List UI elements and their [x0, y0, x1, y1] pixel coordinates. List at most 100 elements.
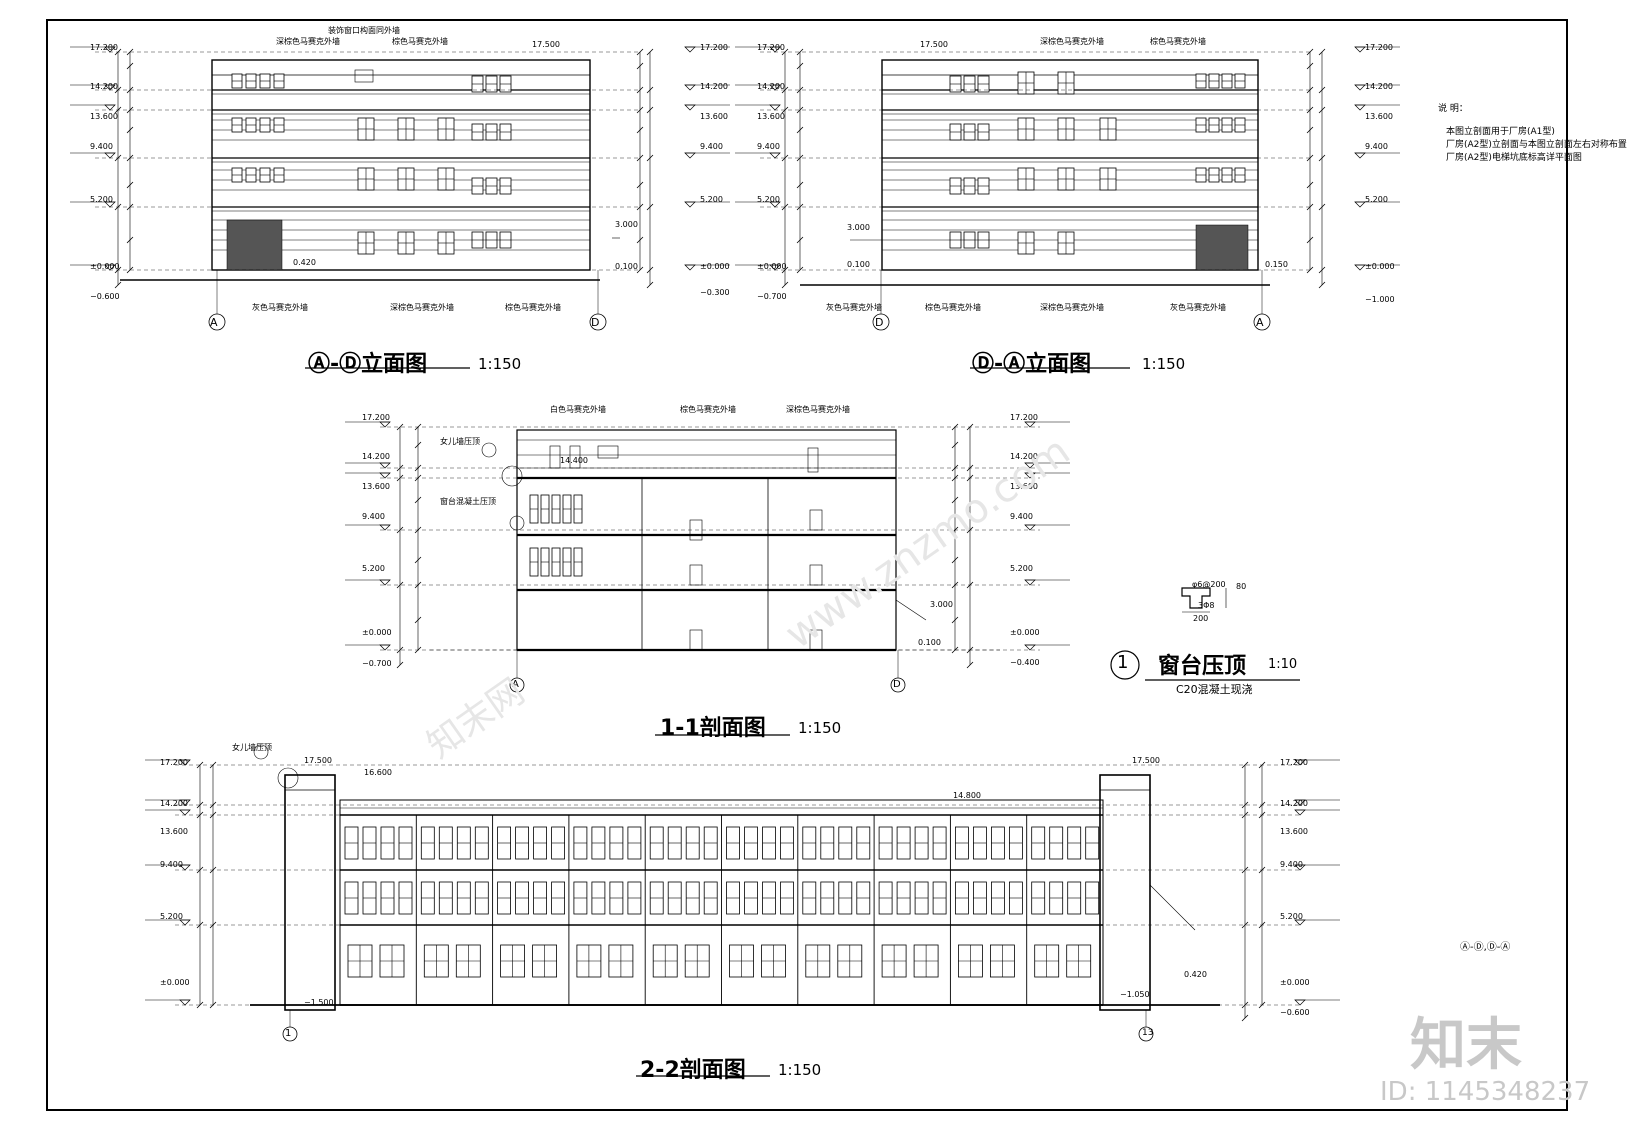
detail-height: 80 — [1236, 582, 1247, 591]
dimension-tick — [1258, 801, 1266, 809]
parapet-window — [807, 447, 819, 473]
s22-l94: 9.400 — [160, 860, 183, 869]
da-l136: 13.600 — [757, 112, 785, 121]
dimension-tick — [414, 526, 422, 534]
dimension-tick — [1318, 48, 1326, 56]
dimension-tick — [396, 423, 404, 431]
dimension-tick — [781, 266, 789, 274]
s22-r52: 5.200 — [1280, 912, 1303, 921]
dimension-tick — [646, 154, 654, 162]
dimension-tick — [1318, 203, 1326, 211]
da-l015: 0.150 — [1265, 260, 1288, 269]
s11-l144: 14.400 — [560, 456, 588, 465]
callout-da-brown: 棕色马赛克外墙 — [1150, 37, 1206, 46]
dimension-tick — [396, 526, 404, 534]
level-marker — [684, 84, 696, 91]
dimension-tick — [781, 203, 789, 211]
callout-s11-sill: 窗台混凝土压顶 — [440, 497, 496, 506]
dimension-tick — [1258, 761, 1266, 769]
axis-a-bubble — [208, 313, 226, 331]
da-r52: 5.200 — [1365, 195, 1388, 204]
da-lm07: −0.700 — [757, 292, 787, 301]
ad-l042: 0.420 — [293, 258, 316, 267]
building-outline — [211, 59, 591, 271]
da-l142: 14.200 — [757, 82, 785, 91]
dimension-tick — [126, 86, 134, 94]
dimension-tick — [1258, 866, 1266, 874]
sec22-title: 2-2剖面图 — [640, 1058, 746, 1083]
level-marker — [1354, 84, 1366, 91]
s22-l175a: 17.500 — [304, 756, 332, 765]
dimension-tick — [1241, 921, 1249, 929]
dimension-tick — [1318, 266, 1326, 274]
dimension-tick — [414, 616, 422, 624]
s11-r172: 17.200 — [1010, 413, 1038, 422]
dimension-tick — [414, 646, 422, 654]
level-marker — [684, 152, 696, 159]
callout-ad-grey: 灰色马赛克外墙 — [252, 303, 308, 312]
section-2-2 — [145, 744, 1340, 1077]
axis-d-bubble — [589, 313, 607, 331]
dimension-tick — [636, 181, 644, 189]
dimension-tick — [209, 761, 217, 769]
dimension-tick — [951, 441, 959, 449]
dimension-tick — [1318, 281, 1326, 289]
stair-tower-left — [284, 774, 336, 1011]
s11-l01: 0.100 — [918, 638, 941, 647]
da-r142: 14.200 — [1365, 82, 1393, 91]
watermark-brand: 知末 — [1410, 1013, 1522, 1078]
dimension-tick — [1258, 1001, 1266, 1009]
da-l01: 0.100 — [847, 260, 870, 269]
level-marker — [684, 46, 696, 53]
s11-l142: 14.200 — [362, 452, 390, 461]
callout-da-dark-brown-2: 深棕色马赛克外墙 — [1040, 303, 1104, 312]
level-marker — [1024, 579, 1036, 586]
elev-da-scale: 1:150 — [1142, 355, 1186, 373]
dimension-tick — [636, 266, 644, 274]
level-marker — [1294, 809, 1306, 816]
da-l52: 5.200 — [757, 195, 780, 204]
dimension-tick — [1306, 62, 1314, 70]
axis-d-da: D — [875, 316, 884, 329]
dimension-tick — [636, 154, 644, 162]
axis-d-ad: D — [591, 316, 600, 329]
detail-number: 1 — [1117, 652, 1129, 673]
dimension-tick — [781, 48, 789, 56]
dimension-tick — [126, 106, 134, 114]
dimension-tick — [781, 86, 789, 94]
dimension-tick — [951, 464, 959, 472]
entrance-door — [1195, 224, 1249, 271]
s22-lm15: −1.500 — [304, 998, 334, 1007]
s11-lm07: −0.700 — [362, 659, 392, 668]
dimension-tick — [1241, 1014, 1249, 1022]
detail-width: 200 — [1193, 614, 1209, 623]
callout-s22-parapet: 女儿墙压顶 — [232, 743, 272, 752]
dimension-tick — [646, 86, 654, 94]
da-l30: 3.000 — [847, 223, 870, 232]
level-marker — [1354, 104, 1366, 111]
ad-l52: 5.200 — [90, 195, 113, 204]
elev-ad-scale: 1:150 — [478, 355, 522, 373]
door-opening — [689, 564, 703, 586]
da-l94: 9.400 — [757, 142, 780, 151]
level-marker — [179, 999, 191, 1006]
dimension-tick — [1258, 921, 1266, 929]
dimension-tick — [114, 281, 122, 289]
level-marker — [379, 472, 391, 479]
dimension-tick — [1306, 266, 1314, 274]
dimension-tick — [796, 62, 804, 70]
ad-r94: 9.400 — [700, 142, 723, 151]
s22-r0: ±0.000 — [1280, 978, 1310, 987]
elev-da-title: Ⓓ-Ⓐ立面图 — [972, 352, 1092, 377]
dimension-tick — [209, 801, 217, 809]
dimension-tick — [114, 86, 122, 94]
dimension-tick — [396, 581, 404, 589]
detail-callout-circle — [501, 465, 523, 487]
parapet-window — [569, 445, 581, 469]
level-marker — [379, 579, 391, 586]
dimension-tick — [636, 48, 644, 56]
axis-d-bubble — [872, 313, 890, 331]
level-marker — [379, 524, 391, 531]
dimension-tick — [636, 62, 644, 70]
da-rm10: −1.000 — [1365, 295, 1395, 304]
